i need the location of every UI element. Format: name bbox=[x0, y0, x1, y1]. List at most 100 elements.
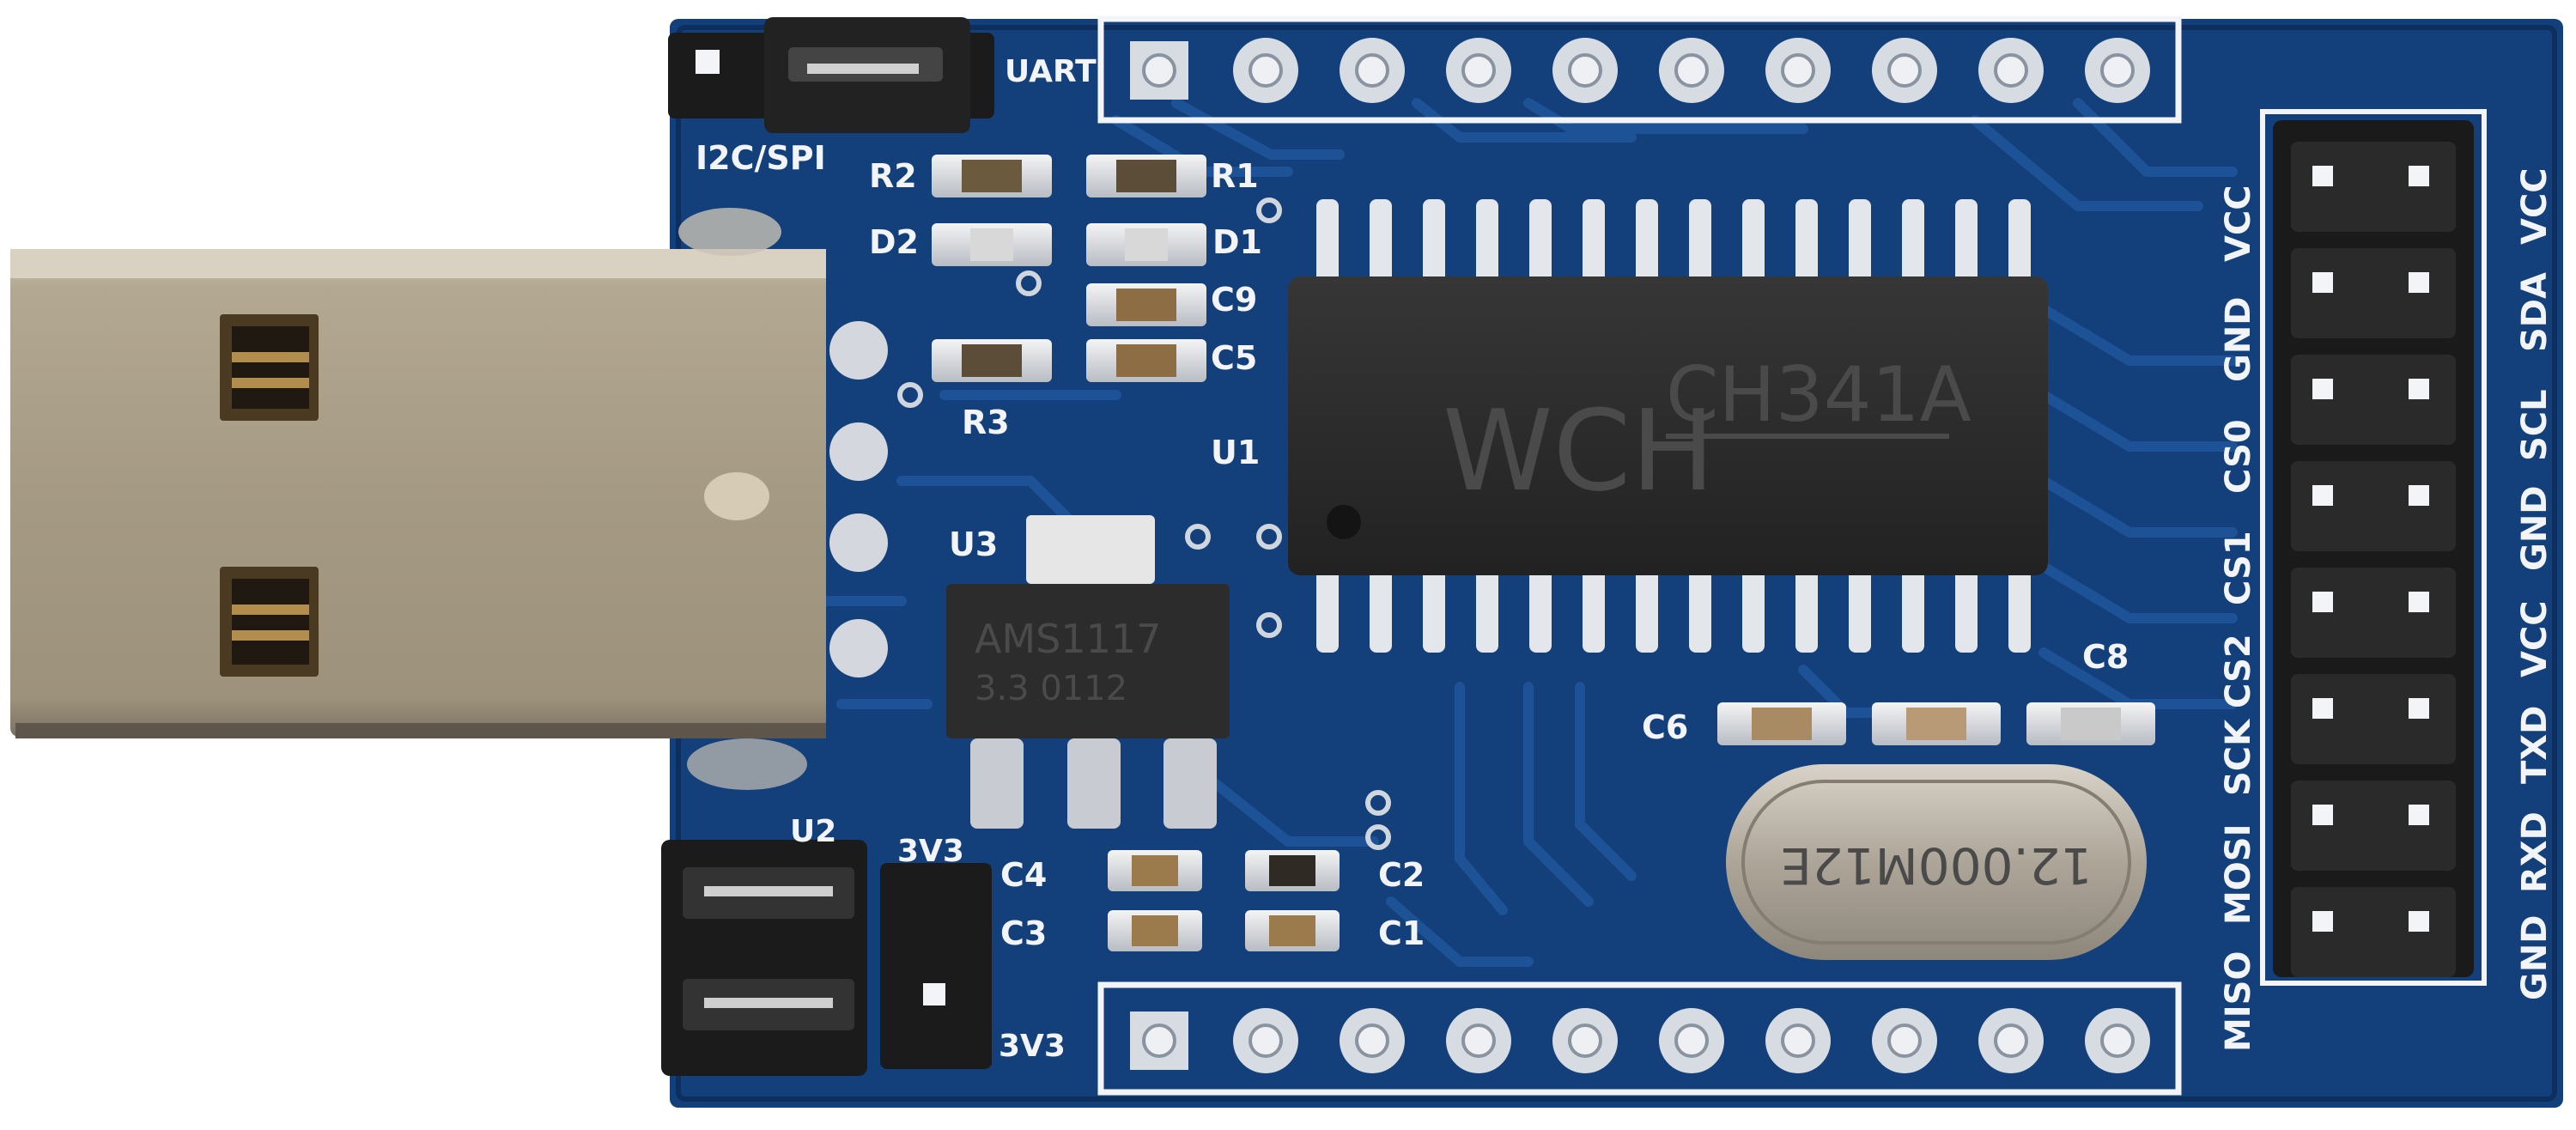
pin-label-sck: SCK bbox=[2219, 718, 2258, 796]
label-c3: C3 bbox=[1000, 914, 1047, 952]
silkscreen-labels: I2C/SPI UART R2 R1 D2 D1 C9 C5 R3 U1 U3 … bbox=[696, 54, 2555, 1064]
header-pin-row bbox=[2291, 781, 2456, 871]
label-c6: C6 bbox=[1642, 708, 1688, 746]
pin-label-cs0: CS0 bbox=[2219, 419, 2258, 494]
chip-pin bbox=[1795, 567, 1818, 653]
chip-pin bbox=[1795, 199, 1818, 285]
pin-label-txd: TXD bbox=[2515, 706, 2555, 784]
label-3v3-bottom: 3V3 bbox=[999, 1029, 1066, 1064]
header-pad bbox=[1446, 38, 1511, 103]
voltage-regulator: AMS1117 3.3 0112 bbox=[946, 515, 1230, 829]
chip-pin bbox=[1423, 567, 1445, 653]
header-pad bbox=[1233, 38, 1298, 103]
chip-brand: WCH bbox=[1443, 386, 1715, 516]
header-pad bbox=[1978, 1008, 2044, 1073]
label-r3: R3 bbox=[962, 404, 1010, 441]
header-pin-row bbox=[2291, 461, 2456, 551]
chip-pin bbox=[1370, 199, 1392, 285]
top-pin-header bbox=[1097, 15, 2182, 124]
label-r2: R2 bbox=[869, 157, 917, 195]
header-pad bbox=[1340, 1008, 1405, 1073]
chip-pin bbox=[1583, 199, 1605, 285]
pin-label-cs1: CS1 bbox=[2219, 531, 2258, 605]
label-u2: U2 bbox=[790, 814, 836, 849]
label-c5: C5 bbox=[1211, 339, 1257, 377]
label-c9: C9 bbox=[1211, 281, 1257, 319]
header-pad bbox=[1659, 1008, 1724, 1073]
pin-label-sda: SDA bbox=[2515, 272, 2555, 352]
header-pad bbox=[1340, 38, 1405, 103]
pin-label-vcc-left: VCC bbox=[2219, 185, 2258, 262]
chip-pin bbox=[1583, 567, 1605, 653]
header-pad bbox=[1659, 38, 1724, 103]
chip-pin bbox=[1316, 567, 1339, 653]
pcb-vias bbox=[897, 197, 1391, 850]
label-uart: UART bbox=[1005, 54, 1097, 89]
chip-pin bbox=[1636, 199, 1658, 285]
pin-labels-right: GND RXD TXD VCC GND SCL SDA VCC bbox=[2515, 167, 2555, 1000]
label-3v3-top: 3V3 bbox=[897, 834, 964, 869]
label-i2c-spi: I2C/SPI bbox=[696, 139, 826, 177]
mode-jumper bbox=[668, 17, 994, 133]
label-u3: U3 bbox=[949, 526, 998, 563]
pin-label-vcc-r2: VCC bbox=[2515, 167, 2555, 245]
header-pad bbox=[1765, 38, 1831, 103]
pin-label-gnd-r2: GND bbox=[2515, 485, 2555, 571]
label-d1: D1 bbox=[1212, 223, 1262, 261]
crystal-marking: 12.000M12E bbox=[1780, 836, 2092, 895]
pin-label-gnd-left: GND bbox=[2219, 296, 2258, 382]
chip-pin bbox=[1902, 567, 1924, 653]
header-pin-row bbox=[2291, 248, 2456, 338]
chip-pin bbox=[1370, 567, 1392, 653]
chip-pin bbox=[1849, 567, 1871, 653]
chip-pin bbox=[1636, 567, 1658, 653]
chip-pin bbox=[1902, 199, 1924, 285]
chip-pin bbox=[1849, 199, 1871, 285]
chip-pin bbox=[1689, 199, 1711, 285]
regulator-marking-2: 3.3 0112 bbox=[975, 669, 1127, 708]
chip-pin bbox=[1529, 567, 1552, 653]
header-pin-row bbox=[2291, 887, 2456, 977]
chip-pin bbox=[1955, 567, 1978, 653]
chip-pin bbox=[1742, 567, 1765, 653]
header-pad bbox=[1872, 38, 1937, 103]
pin-label-miso: MISO bbox=[2219, 951, 2258, 1053]
chip-pin bbox=[1689, 567, 1711, 653]
pin-label-rxd: RXD bbox=[2515, 811, 2555, 893]
pin-label-vcc-r1: VCC bbox=[2515, 600, 2555, 677]
chip-pin bbox=[1476, 567, 1498, 653]
chip-pin bbox=[1423, 199, 1445, 285]
header-pad bbox=[1872, 1008, 1937, 1073]
chip-pin bbox=[2008, 199, 2031, 285]
header-pin-row bbox=[2291, 568, 2456, 658]
chip-pin bbox=[2008, 567, 2031, 653]
pin-label-gnd-r1: GND bbox=[2515, 914, 2555, 1000]
header-pad bbox=[1130, 41, 1188, 100]
chip-pin bbox=[1742, 199, 1765, 285]
header-pin-row bbox=[2291, 142, 2456, 232]
header-pad bbox=[1446, 1008, 1511, 1073]
chip-pin bbox=[1529, 199, 1552, 285]
label-c2: C2 bbox=[1378, 856, 1425, 894]
regulator-marking-1: AMS1117 bbox=[975, 616, 1161, 662]
main-chip: WCH CH341A bbox=[1288, 199, 2048, 653]
pin-label-mosi: MOSI bbox=[2219, 824, 2258, 926]
header-pad bbox=[1233, 1008, 1298, 1073]
label-c8: C8 bbox=[2082, 638, 2129, 676]
label-c1: C1 bbox=[1378, 914, 1425, 952]
header-pad bbox=[2085, 38, 2150, 103]
pin-label-cs2: CS2 bbox=[2219, 634, 2258, 708]
chip-model: CH341A bbox=[1666, 350, 1971, 439]
smd-components bbox=[932, 155, 2155, 951]
pin-labels-left: MISO MOSI SCK CS2 CS1 CS0 GND VCC bbox=[2219, 185, 2258, 1052]
header-pad bbox=[1552, 38, 1618, 103]
label-u1: U1 bbox=[1211, 434, 1260, 471]
header-pad bbox=[1765, 1008, 1831, 1073]
usb-solder-pads bbox=[829, 321, 888, 677]
pin-label-scl: SCL bbox=[2515, 389, 2555, 461]
usb-a-connector bbox=[10, 208, 826, 790]
header-pin-row bbox=[2291, 674, 2456, 764]
chip-pin bbox=[1476, 199, 1498, 285]
label-r1: R1 bbox=[1211, 157, 1259, 195]
label-d2: D2 bbox=[869, 223, 919, 261]
